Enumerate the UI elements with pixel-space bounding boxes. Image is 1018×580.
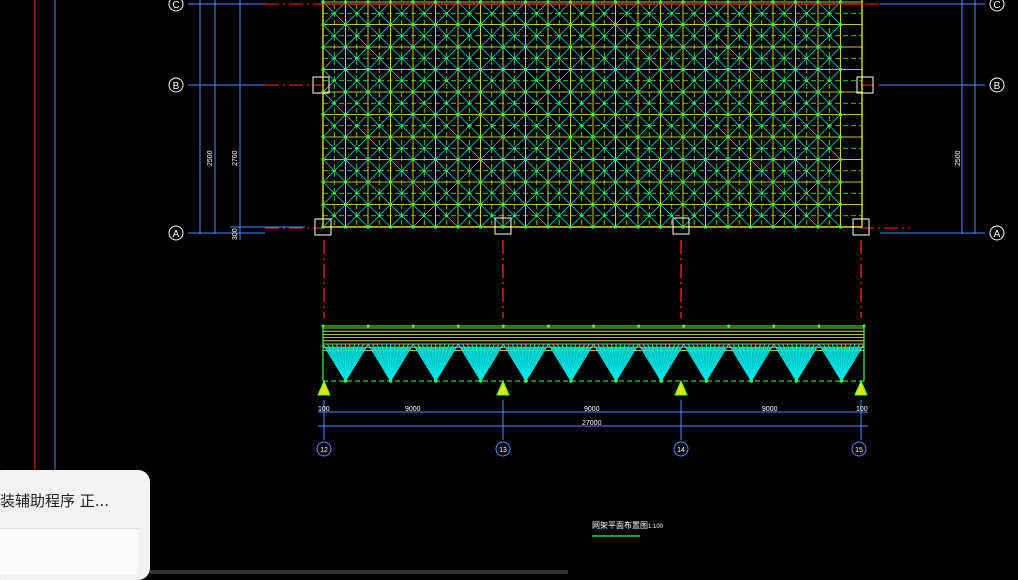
space-frame-elevation [321,324,866,383]
drawing-title-block: 网架平面布置图 1:100 [592,520,664,537]
grid-bubble-b-right: B [989,77,1005,93]
dim-text: 2500 [207,150,214,166]
drawing-title: 网架平面布置图 [592,520,648,530]
svg-text:15: 15 [855,447,863,454]
grid-bubble-c-left: C [168,0,184,12]
drawing-scale: 1:100 [648,524,664,530]
svg-text:14: 14 [677,447,685,454]
svg-text:C: C [993,0,1000,11]
bottom-dimension-lines [318,400,868,440]
svg-text:C: C [172,0,179,11]
grid-bubble-c-right: C [989,0,1005,12]
svg-text:A: A [173,229,180,240]
dim-text: 9000 [584,406,600,413]
grid-bubble-b-left: B [168,77,184,93]
dim-total-text: 27000 [582,420,602,427]
dim-text: 2700 [232,150,239,166]
grid-bubble-12: 12 [316,441,332,457]
dim-text: 100 [318,406,330,413]
svg-text:A: A [994,229,1001,240]
vertical-dimension-texts: 2500 2700 300 2500 [207,150,962,240]
installer-notification[interactable]: 装辅助程序 正... [0,470,150,580]
right-dimension-lines [880,0,985,234]
grid-bubble-a-left: A [168,225,184,241]
left-dimension-lines [188,0,305,240]
space-frame-plan [321,0,863,229]
grid-bubble-14: 14 [673,441,689,457]
column-markers [312,76,874,236]
svg-text:B: B [994,81,1001,92]
dim-text: 300 [232,228,239,240]
dim-text: 2500 [955,150,962,166]
horizontal-scrollbar[interactable] [150,570,568,574]
grid-bubble-15: 15 [851,441,867,457]
grid-bubble-13: 13 [495,441,511,457]
row-grid-bubbles: C B A C B A [168,0,1005,241]
notification-body [0,528,138,575]
grid-bubble-a-right: A [989,225,1005,241]
dim-text: 100 [856,406,868,413]
svg-text:B: B [173,81,180,92]
column-axis-lines [323,240,862,318]
column-grid-bubbles: 12 13 14 15 [316,441,867,457]
notification-text: 装辅助程序 正... [0,492,110,510]
dim-text: 9000 [762,406,778,413]
svg-text:12: 12 [320,447,328,454]
svg-text:13: 13 [499,447,507,454]
support-symbols [317,379,868,396]
bottom-dimension-texts: 100 9000 9000 9000 100 27000 [318,406,868,427]
dim-text: 9000 [405,406,421,413]
row-axis-lines [265,3,910,229]
